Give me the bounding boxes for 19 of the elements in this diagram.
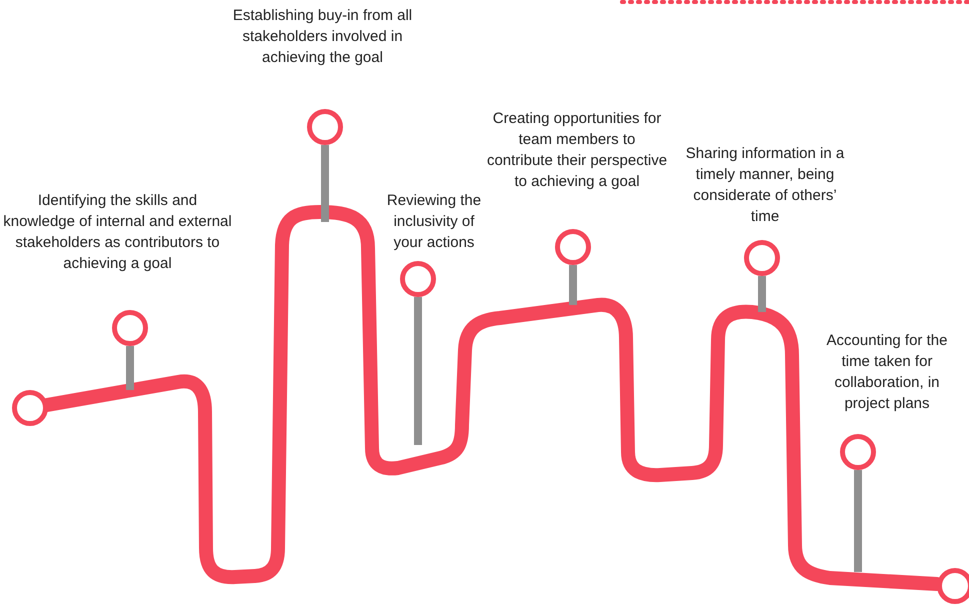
pin-circle (307, 109, 343, 145)
pin-circle (744, 240, 780, 276)
pin-stem (126, 346, 134, 390)
milestone-text: Establishing buy-in from all stakeholders involved in achieving the goal (232, 6, 414, 68)
milestone-text: Identifying the skills and knowledge of internal and external stakeholders as contributors to achieving a goal (2, 191, 233, 274)
pin-stem (854, 470, 862, 572)
pin-circle (12, 390, 48, 426)
pin-stem (569, 265, 577, 305)
milestone-text: Reviewing the inclusivity of your actions (386, 191, 482, 253)
pin-stem (414, 297, 422, 445)
milestone-text: Accounting for the time taken for collaboration, in project plans (826, 331, 948, 414)
pin-circle (400, 261, 436, 297)
milestone-text: Creating opportunities for team members to contribute their perspective to achieving a goal (486, 109, 668, 192)
milestone-text: Sharing information in a timely manner, being considerate of others’ time (684, 144, 846, 227)
pin-circle (840, 434, 876, 470)
pin-stem (321, 145, 329, 222)
pin-circle (112, 310, 148, 346)
pin-circle (937, 568, 969, 604)
pin-circle (555, 229, 591, 265)
